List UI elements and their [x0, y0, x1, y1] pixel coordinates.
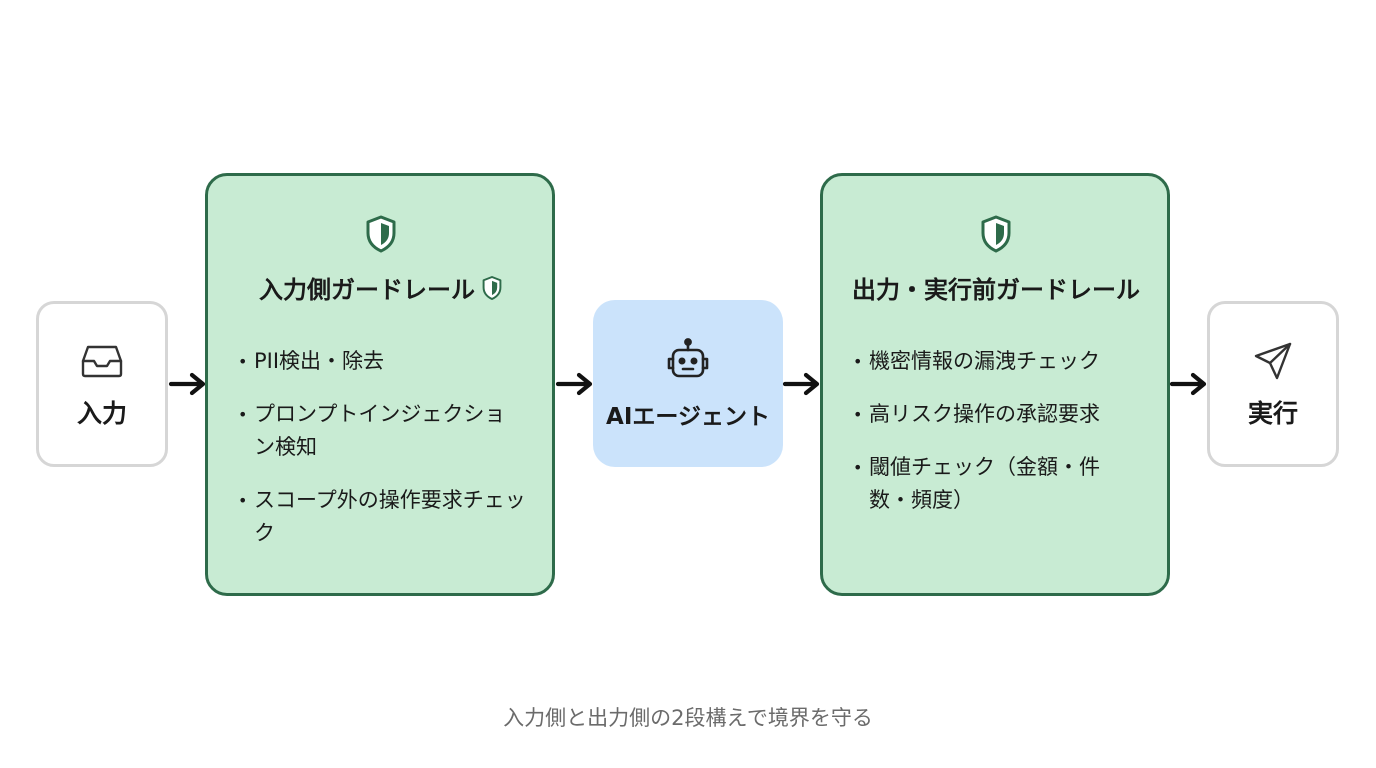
inbox-tray-icon — [79, 338, 125, 384]
list-item: プロンプトインジェクション検知 — [236, 398, 526, 464]
list-item: PII検出・除去 — [236, 345, 526, 378]
output-guardrail-box: 出力・実行前ガードレール 機密情報の漏洩チェック 高リスク操作の承認要求 閾値チ… — [820, 173, 1170, 596]
output-guardrail-title: 出力・実行前ガードレール — [851, 270, 1141, 305]
list-item: 閾値チェック（金額・件数・頻度） — [851, 451, 1141, 517]
input-guardrail-title: 入力側ガードレール — [236, 270, 526, 305]
input-label: 入力 — [76, 399, 127, 428]
execute-node: 実行 — [1207, 301, 1339, 467]
execute-label: 実行 — [1247, 399, 1298, 428]
input-guardrail-list: PII検出・除去 プロンプトインジェクション検知 スコープ外の操作要求チェック — [236, 345, 526, 550]
list-item: 機密情報の漏洩チェック — [851, 345, 1141, 378]
shield-icon — [236, 214, 526, 256]
shield-icon — [851, 214, 1141, 256]
output-guardrail-list: 機密情報の漏洩チェック 高リスク操作の承認要求 閾値チェック（金額・件数・頻度） — [851, 345, 1141, 517]
input-guardrail-box: 入力側ガードレール PII検出・除去 プロンプトインジェクション検知 スコープ外… — [205, 173, 555, 596]
arrow-right-icon — [555, 372, 593, 396]
list-item: スコープ外の操作要求チェック — [236, 484, 526, 550]
arrow-right-icon — [782, 372, 820, 396]
input-node: 入力 — [36, 301, 168, 467]
output-guardrail-title-text: 出力・実行前ガードレール — [852, 276, 1140, 304]
robot-icon — [664, 337, 712, 387]
diagram-caption: 入力側と出力側の2段構えで境界を守る — [503, 706, 873, 730]
input-guardrail-title-text: 入力側ガードレール — [259, 276, 475, 304]
arrow-right-icon — [168, 372, 206, 396]
ai-agent-node: AIエージェント — [593, 300, 783, 467]
shield-icon — [481, 275, 503, 301]
list-item: 高リスク操作の承認要求 — [851, 398, 1141, 431]
arrow-right-icon — [1169, 372, 1207, 396]
send-arrow-icon — [1250, 338, 1296, 384]
ai-agent-label: AIエージェント — [606, 403, 770, 430]
